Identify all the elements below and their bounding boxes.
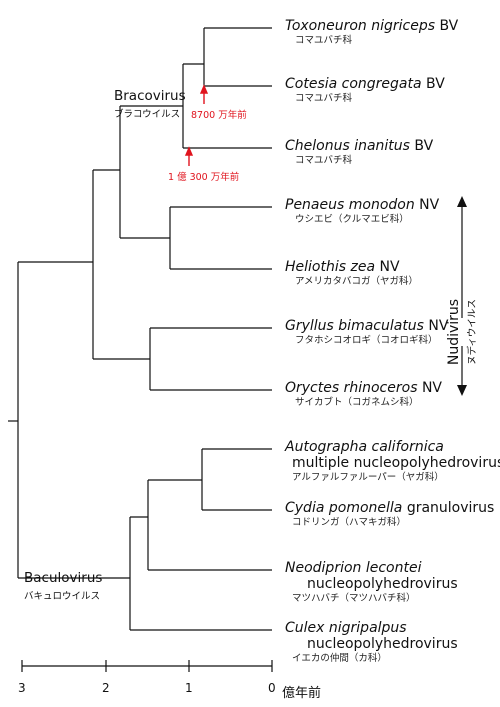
clade-baculovirus-label: Baculovirus (24, 570, 103, 586)
tip-species-name: Gryllus bimaculatus (285, 318, 424, 334)
tip-virus-suffix: NV (417, 380, 442, 396)
tip-virus-suffix: NV (423, 318, 449, 334)
clade-bracovirus-jp: ブラコウイルス (114, 109, 181, 120)
tip-culex: Culex nigripalpus nucleopolyhedrovirus イ… (285, 621, 458, 664)
marker-8700-arrow-icon (199, 84, 209, 94)
tip-species-name: Cotesia congregata (285, 76, 422, 92)
clade-baculovirus: Baculovirus バキュロウイルス (24, 570, 102, 602)
tip-virus-line2: multiple nucleopolyhedrovirus (292, 455, 500, 471)
tip-cydia: Cydia pomonella granulovirus コドリンガ（ハマキガ科… (285, 501, 494, 528)
arrow-down-icon (457, 385, 467, 396)
arrow-up-icon (457, 196, 467, 207)
clade-nudivirus: Nudivirus ヌディウイルス (446, 299, 478, 365)
tip-virus-suffix: granulovirus (402, 500, 495, 516)
axis-label-2: 2 (102, 681, 110, 695)
tip-host-family: コマユバチ科 (295, 155, 353, 166)
clade-bracovirus: Bracovirus ブラコウイルス (114, 88, 186, 120)
tip-autographa: Autographa californica multiple nucleopo… (285, 440, 500, 483)
tip-host-family: アルファルファルーパー（ヤガ科） (292, 472, 444, 483)
tip-species-name: Penaeus monodon (285, 197, 415, 213)
axis-label-0: 0 (268, 681, 276, 695)
axis-unit: 億年前 (282, 686, 322, 701)
tip-species-name: Cydia pomonella (285, 500, 403, 516)
annotation-cotesia-split: 8700 万年前 (191, 110, 247, 121)
tip-species-name: Heliothis zea (285, 259, 376, 275)
tip-virus-line2: nucleopolyhedrovirus (307, 576, 458, 592)
tip-host-family: マツハバチ（マツハバチ科） (292, 593, 416, 604)
tip-host-family: ウシエビ（クルマエビ科） (295, 214, 409, 225)
tip-host-family: サイカブト（コガネムシ科） (295, 397, 419, 408)
tip-toxoneuron: Toxoneuron nigriceps BV コマユバチ科 (285, 19, 458, 46)
tip-virus-suffix: BV (421, 76, 445, 92)
tip-virus-suffix: NV (414, 197, 440, 213)
tip-host-family: コマユバチ科 (295, 93, 353, 104)
tip-neodiprion: Neodiprion lecontei nucleopolyhedrovirus… (285, 561, 458, 604)
tip-species-name: Neodiprion lecontei (285, 560, 422, 576)
tip-host-family: フタホシコオロギ（コオロギ科） (295, 335, 438, 346)
tip-host-family: コドリンガ（ハマキガ科） (292, 517, 407, 528)
tip-virus-line2: nucleopolyhedrovirus (307, 636, 458, 652)
axis-label-3: 3 (18, 681, 26, 695)
tip-host-family: コマユバチ科 (295, 35, 353, 46)
tip-host-family: イエカの仲間（カ科） (292, 653, 387, 664)
annotation-chelonus-split: 1 億 300 万年前 (168, 172, 240, 183)
tip-species-name: Chelonus inanitus (285, 138, 410, 154)
tip-virus-suffix: NV (375, 259, 400, 275)
tip-heliothis: Heliothis zea NV アメリカタバコガ（ヤガ科） (285, 260, 418, 287)
tip-species-name: Autographa californica (285, 439, 444, 455)
clade-bracovirus-label: Bracovirus (114, 88, 186, 104)
tip-species-name: Oryctes rhinoceros (285, 380, 418, 396)
tip-virus-suffix: BV (435, 18, 459, 34)
tip-gryllus: Gryllus bimaculatus NV フタホシコオロギ（コオロギ科） (285, 319, 448, 346)
marker-103-arrow-icon (184, 146, 194, 156)
tip-cotesia: Cotesia congregata BV コマユバチ科 (285, 77, 445, 104)
tip-species-name: Toxoneuron nigriceps (285, 18, 436, 34)
clade-baculovirus-jp: バキュロウイルス (24, 591, 101, 602)
tip-host-family: アメリカタバコガ（ヤガ科） (295, 276, 419, 287)
tip-chelonus: Chelonus inanitus BV コマユバチ科 (285, 139, 433, 166)
clade-nudivirus-jp: ヌディウイルス (467, 299, 478, 365)
tip-oryctes: Oryctes rhinoceros NV サイカブト（コガネムシ科） (285, 381, 442, 408)
axis-label-1: 1 (185, 681, 193, 695)
tip-virus-suffix: BV (409, 138, 434, 154)
tip-penaeus: Penaeus monodon NV ウシエビ（クルマエビ科） (285, 198, 439, 225)
tip-species-name: Culex nigripalpus (285, 620, 407, 636)
